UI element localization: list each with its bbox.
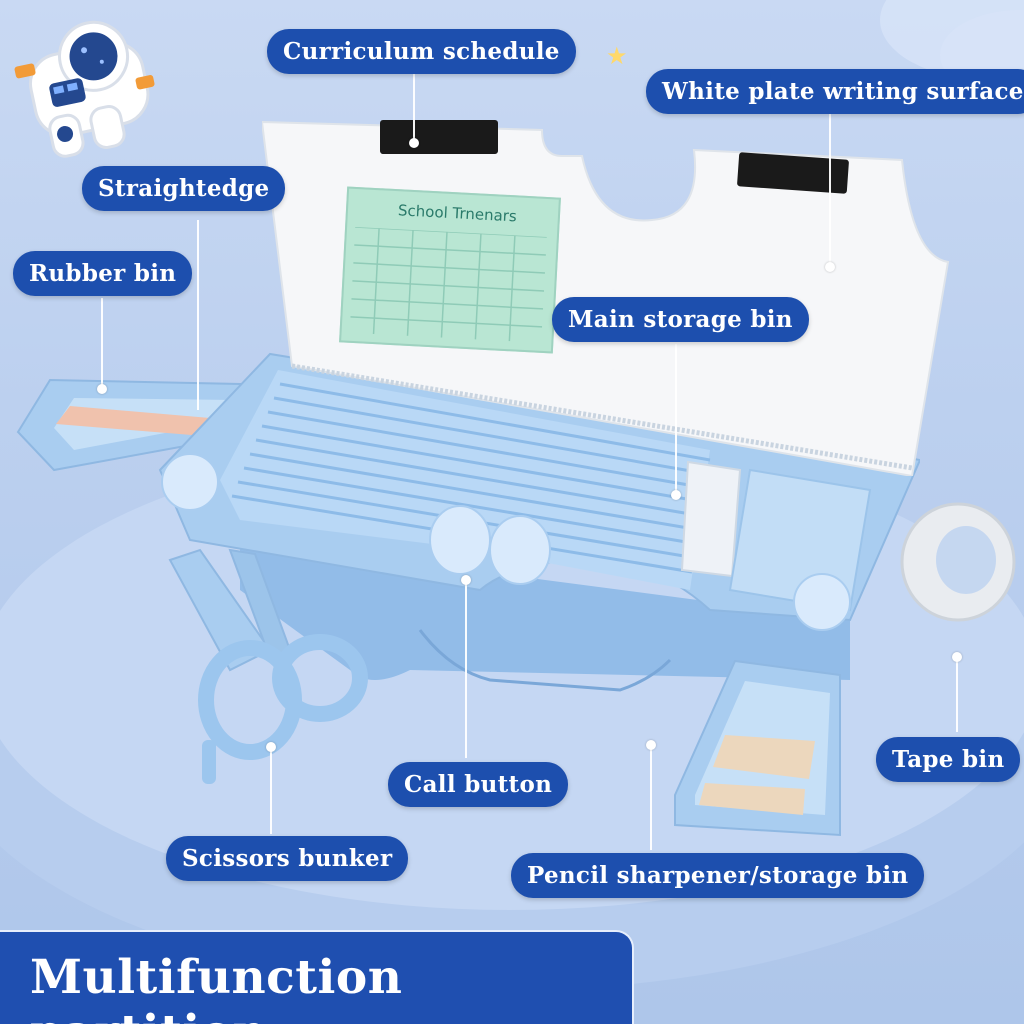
- label-scissors-bunker: Scissors bunker: [166, 836, 409, 881]
- label-call-button: Call button: [388, 762, 569, 807]
- label-curriculum-schedule: Curriculum schedule: [267, 29, 576, 74]
- leader-dot-rubber: [97, 384, 107, 394]
- leader-tape: [956, 660, 958, 732]
- leader-sharpener: [650, 744, 652, 850]
- astronaut-sticker-icon: [14, 20, 155, 158]
- leader-scissors: [270, 746, 272, 834]
- schedule-grid: [350, 226, 547, 342]
- schedule-card-title: School Trnenars: [397, 201, 518, 226]
- leader-dot-sharpener: [646, 740, 656, 750]
- leader-call: [465, 580, 467, 758]
- label-pencil-sharpener-storage-bin: Pencil sharpener/storage bin: [511, 853, 925, 898]
- label-tape-bin: Tape bin: [876, 737, 1021, 782]
- leader-dot-curriculum: [409, 138, 419, 148]
- leader-dot-call: [461, 575, 471, 585]
- leader-white-plate: [829, 114, 831, 264]
- leader-dot-tape: [952, 652, 962, 662]
- curriculum-schedule-card: School Trnenars: [339, 186, 561, 354]
- label-rubber-bin: Rubber bin: [13, 251, 193, 296]
- pencil-case-body: [158, 352, 920, 692]
- star-icon: ★: [606, 42, 628, 70]
- leader-dot-scissors: [266, 742, 276, 752]
- lid-clip-left: [380, 120, 498, 154]
- leader-dot-main-storage: [671, 490, 681, 500]
- label-main-storage-bin: Main storage bin: [552, 297, 809, 342]
- label-straightedge: Straightedge: [82, 166, 286, 211]
- leader-rubber: [101, 298, 103, 388]
- leader-curriculum: [413, 74, 415, 142]
- banner-title: Multifunction partition: [30, 950, 403, 1024]
- title-banner: Multifunction partition: [0, 930, 634, 1024]
- leader-main-storage: [675, 344, 677, 494]
- leader-dot-white-plate: [825, 262, 835, 272]
- label-white-plate-writing-surface: White plate writing surface: [646, 69, 1024, 114]
- tape-roll: [900, 502, 1016, 622]
- leader-straightedge: [197, 220, 199, 410]
- scissors: [168, 548, 368, 784]
- pencil-sharpener-drawer: [674, 659, 841, 837]
